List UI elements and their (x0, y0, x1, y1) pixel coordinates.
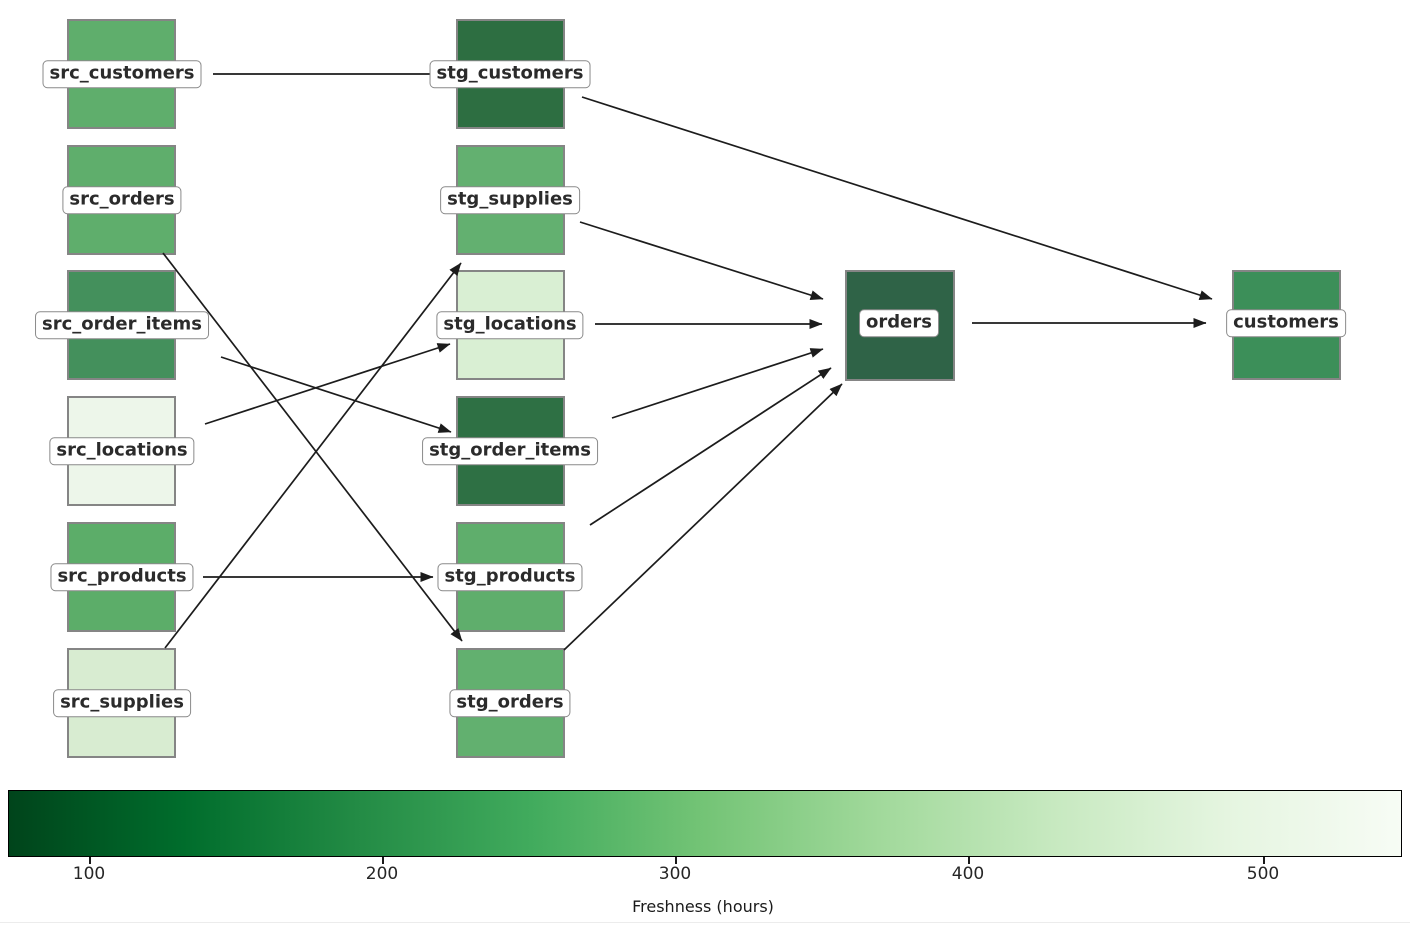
edge-src_order_items-to-stg_order_items (220, 356, 452, 433)
node-label-src_order_items: src_order_items (35, 311, 209, 339)
node-label-src_customers: src_customers (42, 60, 202, 88)
node-label-stg_locations: stg_locations (436, 311, 584, 339)
colorbar-tickmark-300 (675, 857, 677, 864)
node-label-stg_customers: stg_customers (429, 60, 591, 88)
colorbar-tickmark-500 (1263, 857, 1265, 864)
node-label-stg_products: stg_products (437, 563, 583, 591)
colorbar-ticklabel-200: 200 (365, 864, 399, 884)
edge-stg_supplies-to-orders (579, 221, 824, 300)
colorbar-ticklabel-400: 400 (951, 864, 985, 884)
node-label-stg_supplies: stg_supplies (440, 186, 580, 214)
colorbar-tickmark-200 (382, 857, 384, 864)
node-label-src_orders: src_orders (62, 186, 182, 214)
edge-src_locations-to-stg_locations (204, 343, 451, 425)
node-label-stg_orders: stg_orders (449, 689, 571, 717)
edge-src_supplies-to-stg_supplies (164, 262, 462, 649)
bottom-hairline (0, 922, 1410, 923)
colorbar-tickmark-100 (89, 857, 91, 864)
node-label-src_locations: src_locations (49, 437, 195, 465)
edge-stg_customers-to-customers (581, 96, 1213, 300)
node-label-customers: customers (1226, 309, 1346, 337)
colorbar-axis-label: Freshness (hours) (632, 897, 774, 916)
edge-stg_orders-to-orders (563, 383, 843, 651)
colorbar-tickmark-400 (968, 857, 970, 864)
node-label-orders: orders (859, 309, 939, 337)
edge-stg_order_items-to-orders (611, 348, 824, 419)
node-label-src_supplies: src_supplies (53, 689, 191, 717)
colorbar-gradient (8, 790, 1402, 857)
colorbar-ticklabel-500: 500 (1246, 864, 1280, 884)
edge-stg_products-to-orders (589, 367, 832, 526)
node-label-src_products: src_products (50, 563, 194, 591)
colorbar-ticklabel-300: 300 (658, 864, 692, 884)
node-label-stg_order_items: stg_order_items (422, 437, 598, 465)
colorbar-ticklabel-100: 100 (72, 864, 106, 884)
